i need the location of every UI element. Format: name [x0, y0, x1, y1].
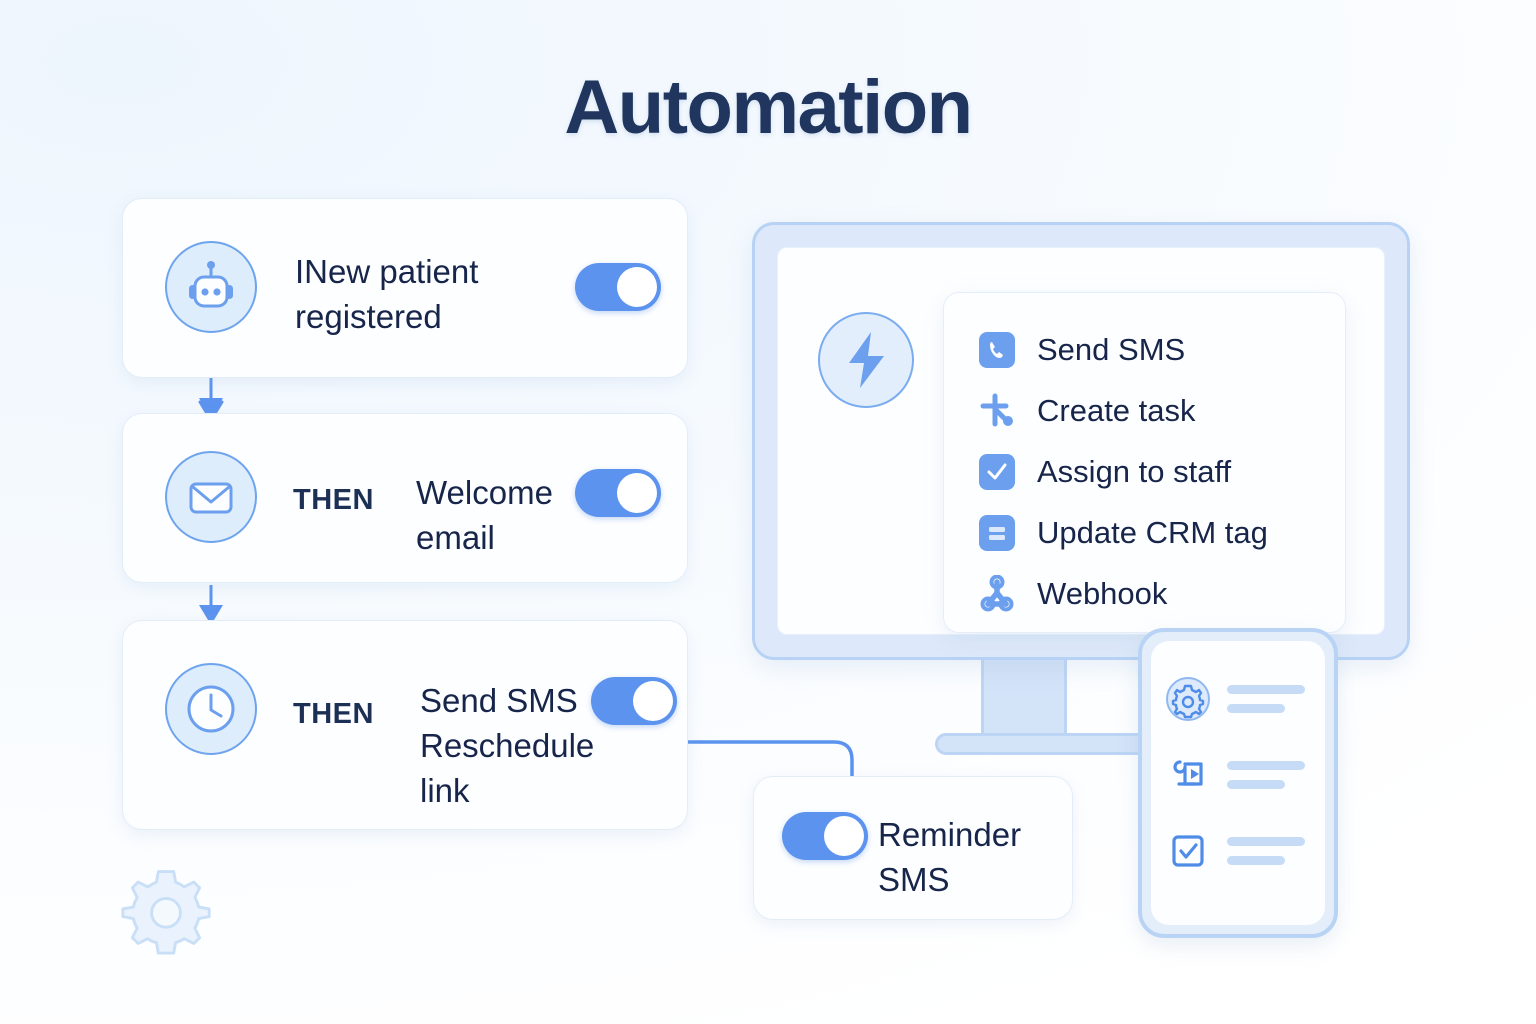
action-row-update-crm-tag[interactable]: Update CRM tag — [944, 502, 1345, 563]
flow-card-welcome-email[interactable]: THEN Welcome email — [122, 413, 688, 583]
robot-icon — [165, 241, 257, 333]
toggle-reminder-sms[interactable] — [782, 812, 868, 860]
envelope-icon — [165, 451, 257, 543]
flow-card-send-sms[interactable]: THEN Send SMS Reschedule link — [122, 620, 688, 830]
flow-card-trigger[interactable]: INew patient registered — [122, 198, 688, 378]
action-label: Update CRM tag — [1037, 514, 1268, 550]
checkbox-icon — [977, 452, 1017, 492]
action-row-create-task[interactable]: Create task — [944, 380, 1345, 441]
action-label: Assign to staff — [1037, 453, 1232, 489]
workflow-rotate-icon — [1165, 752, 1211, 798]
gear-icon — [121, 870, 211, 955]
card-text: Reminder SMS — [878, 816, 1022, 898]
action-row-assign-to-staff[interactable]: Assign to staff — [944, 441, 1345, 502]
flow-card-reminder-sms[interactable]: Reminder SMS — [753, 776, 1073, 920]
phone-placeholder-bars — [1227, 837, 1305, 865]
action-label: Webhook — [1037, 575, 1168, 611]
lightning-bolt-icon — [818, 312, 914, 408]
checkbox-outline-icon — [1165, 828, 1211, 874]
phone-screen — [1151, 641, 1325, 925]
phone-frame — [1138, 628, 1338, 938]
page-title: Automation — [564, 65, 973, 150]
toggle-knob — [824, 816, 864, 856]
action-label: Create task — [1037, 392, 1196, 428]
then-label: THEN — [293, 484, 374, 516]
phone-placeholder-bars — [1227, 761, 1305, 789]
list-card-icon — [977, 513, 1017, 553]
card-text: Send SMS Reschedule link — [420, 682, 595, 809]
clock-icon — [165, 663, 257, 755]
card-text: Welcome email — [416, 474, 553, 556]
then-label: THEN — [293, 698, 374, 730]
phone-list-item[interactable] — [1151, 743, 1325, 807]
toggle-welcome-email[interactable] — [575, 469, 661, 517]
action-row-webhook[interactable]: Webhook — [944, 563, 1345, 624]
card-text: INew patient registered — [295, 253, 479, 335]
toggle-send-sms[interactable] — [591, 677, 677, 725]
toggle-trigger[interactable] — [575, 263, 661, 311]
toggle-knob — [633, 681, 673, 721]
branch-node-icon — [977, 391, 1017, 431]
phone-icon — [977, 330, 1017, 370]
gear-circle-icon — [1165, 676, 1211, 722]
phone-placeholder-bars — [1227, 685, 1305, 713]
phone-list-item[interactable] — [1151, 819, 1325, 883]
monitor-neck — [981, 660, 1067, 738]
toggle-knob — [617, 267, 657, 307]
action-list-panel: Send SMS Create task As — [943, 292, 1346, 633]
action-row-send-sms[interactable]: Send SMS — [944, 319, 1345, 380]
phone-list-item[interactable] — [1151, 667, 1325, 731]
action-label: Send SMS — [1037, 331, 1186, 367]
toggle-knob — [617, 473, 657, 513]
webhook-icon — [977, 574, 1017, 614]
